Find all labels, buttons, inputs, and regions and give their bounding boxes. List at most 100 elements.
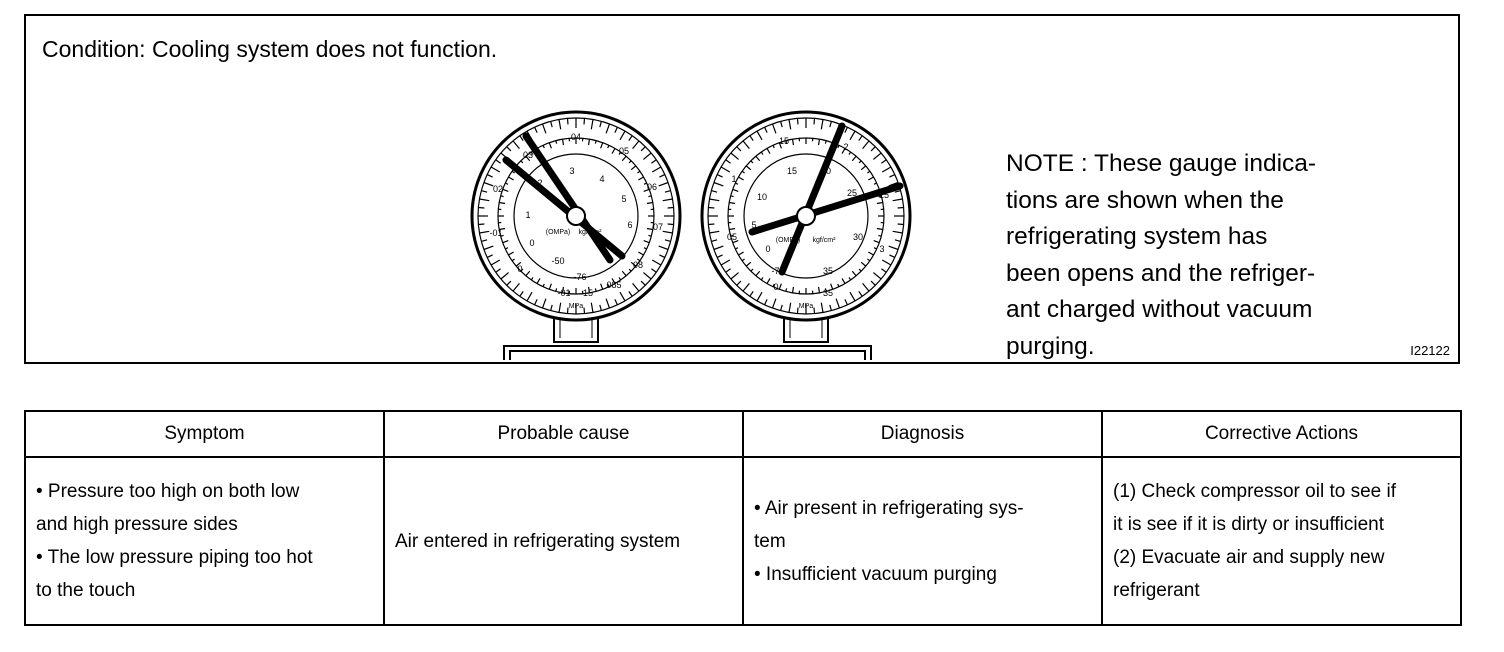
gauge-tick <box>817 139 821 146</box>
gauge-tick <box>640 146 646 152</box>
svg-text:-01: -01 <box>557 288 570 298</box>
action-line: refrigerant <box>1113 580 1200 601</box>
gauge-tick <box>614 299 618 306</box>
gauge-tick <box>637 258 641 262</box>
gauge-tick <box>667 223 674 226</box>
gauge-tick <box>766 278 771 284</box>
gauge-tick <box>600 142 604 149</box>
gauge-tick <box>772 283 775 287</box>
gauge-tick <box>500 272 509 280</box>
gauge-tick <box>486 174 493 178</box>
gauge-tick <box>851 270 857 277</box>
gauge-tick <box>897 206 904 209</box>
svg-text:15: 15 <box>583 288 593 298</box>
gauge-tick <box>495 268 501 273</box>
svg-text:08: 08 <box>633 260 643 270</box>
svg-text:15: 15 <box>779 136 789 146</box>
gauge-tick <box>599 304 602 311</box>
gauge-tick <box>594 288 597 292</box>
gauge-tick <box>587 286 591 293</box>
gauge-tick <box>713 181 724 187</box>
cause-line: Air entered in refrigerating system <box>395 530 681 552</box>
gauge-tick <box>764 126 768 133</box>
svg-text:6: 6 <box>627 220 632 230</box>
svg-text:25: 25 <box>879 190 889 200</box>
svg-text:-01: -01 <box>489 228 502 238</box>
gauge-tick <box>735 182 739 185</box>
gauge-tick <box>515 261 522 267</box>
gauge-tick <box>729 227 736 231</box>
svg-text:3: 3 <box>879 244 884 254</box>
gauge-tick <box>486 254 493 258</box>
gauge-tick <box>525 155 531 162</box>
gauge-tick <box>730 195 734 198</box>
gauge-tick <box>860 261 867 267</box>
gauge-tick <box>711 190 718 193</box>
gauge-tick <box>530 277 534 281</box>
gauge-tick <box>785 288 788 292</box>
gauge-tick <box>778 142 782 149</box>
gauge-tick <box>555 288 558 292</box>
svg-text:5: 5 <box>751 220 756 230</box>
gauge-tick <box>632 283 640 292</box>
note-line: NOTE : These gauge indica- <box>1006 150 1317 177</box>
svg-text:-76: -76 <box>771 266 784 276</box>
gauge-tick <box>561 139 565 146</box>
action-line: (1) Check compressor oil to see if <box>1113 481 1396 502</box>
svg-text:30: 30 <box>853 232 863 242</box>
gauge-tick <box>736 280 742 286</box>
gauge-tick <box>881 159 887 164</box>
condition-title: Condition: Cooling system does not funct… <box>42 36 498 62</box>
gauge-tick <box>892 198 903 202</box>
svg-text:(OMPa): (OMPa) <box>546 229 571 236</box>
gauge-tick <box>651 268 657 273</box>
high-gauge-needles <box>748 122 904 276</box>
gauge-tick <box>499 201 506 205</box>
gauge-tick <box>566 118 569 125</box>
gauge-tick <box>638 176 644 181</box>
gauge-tick <box>725 159 731 164</box>
gauge-tick <box>791 286 795 293</box>
svg-text:kgf/cm²: kgf/cm² <box>813 237 837 244</box>
svg-text:04: 04 <box>571 132 581 142</box>
header-diagnosis: Diagnosis <box>742 410 1103 458</box>
gauge-tick <box>534 126 538 133</box>
svg-text:2: 2 <box>843 142 848 152</box>
gauge-tick <box>542 145 545 149</box>
note-line: been opens and the refriger- <box>1006 259 1316 287</box>
gauge-tick <box>889 254 896 258</box>
gauge-tick <box>530 151 534 155</box>
gauge-tick <box>742 283 750 292</box>
gauge-tick <box>659 254 666 258</box>
figure-panel: Condition: Cooling system does not funct… <box>24 14 1460 364</box>
gauge-tick <box>541 123 547 134</box>
diagnosis-cell: • Air present in refrigerating sys- tem … <box>742 456 1103 626</box>
gauge-tick <box>881 268 887 273</box>
gauge-tick <box>632 140 640 149</box>
gauge-tick <box>849 291 856 302</box>
gauge-tick <box>502 188 509 192</box>
gauge-tick <box>709 230 720 234</box>
gauge-tick <box>558 119 562 130</box>
gauge-tick <box>662 198 673 202</box>
gauge-tick <box>500 234 504 237</box>
gauge-tick <box>520 268 524 272</box>
gauge-tick <box>512 140 520 149</box>
gauge-tick <box>760 277 764 281</box>
gauge-tick <box>508 251 514 256</box>
gauge-tick <box>646 201 653 205</box>
gauge-tick <box>594 140 597 144</box>
gauge-tick <box>519 291 524 297</box>
svg-text:07: 07 <box>653 222 663 232</box>
gauge-tick <box>479 198 490 202</box>
gauge-tick <box>621 270 627 277</box>
action-line: (2) Evacuate air and supply new <box>1113 547 1385 568</box>
gauge-tick <box>716 174 723 178</box>
gauge-tick <box>619 130 626 141</box>
gauge-tick <box>621 155 627 162</box>
gauge-tick <box>505 182 509 185</box>
gauge-tick <box>756 291 763 302</box>
gauge-tick <box>873 182 877 185</box>
gauge-tick <box>628 135 633 141</box>
diagnosis-line: • Air present in refrigerating sys- <box>754 497 1024 519</box>
